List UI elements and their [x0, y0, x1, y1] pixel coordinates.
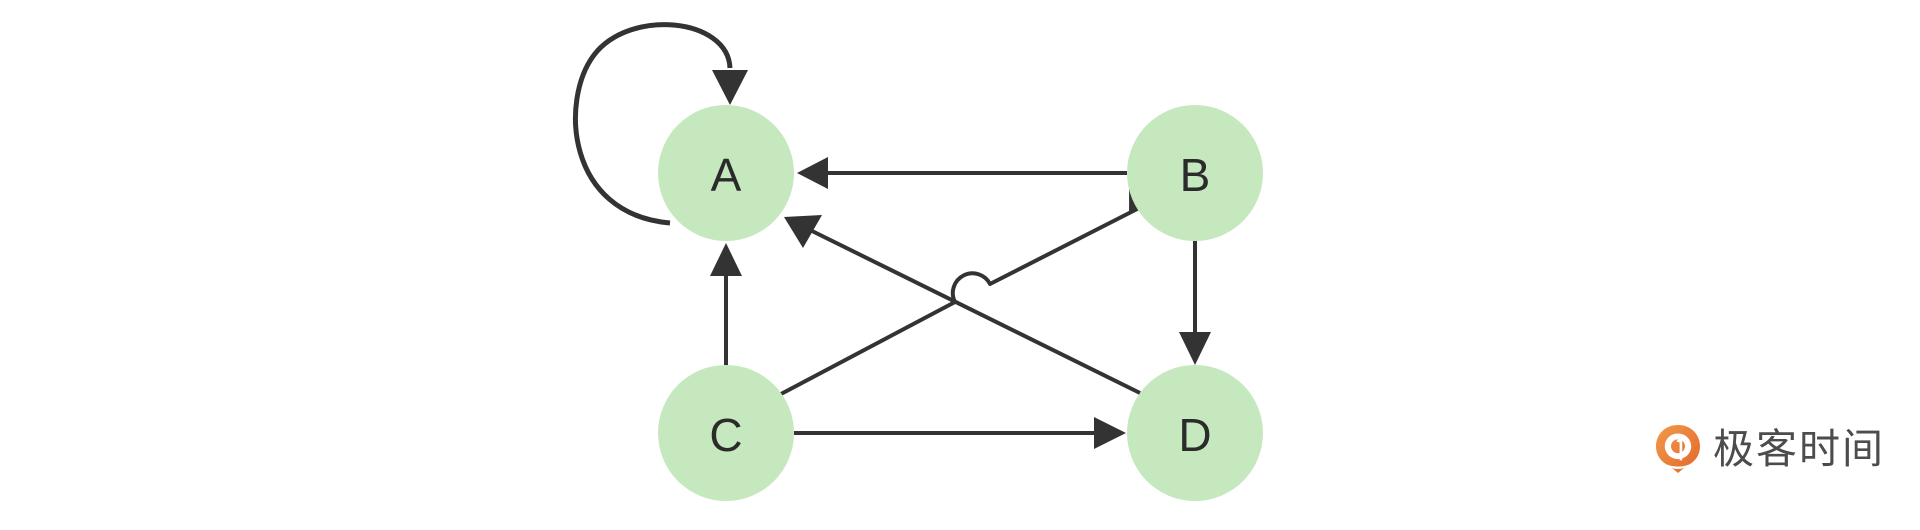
- graph-node-a[interactable]: A: [658, 105, 794, 241]
- edge-b-to-d-arrowhead: [1179, 332, 1211, 365]
- edge-c-to-a[interactable]: [710, 243, 742, 365]
- geektime-logo-stem-flag: [1676, 437, 1680, 443]
- edge-c-to-a-arrowhead: [710, 243, 742, 276]
- brand-name: 极客时间: [1713, 425, 1885, 472]
- geektime-logo-icon: [1656, 425, 1700, 473]
- edge-a-to-a-loop-line: [572, 22, 733, 226]
- geektime-logo-stem: [1679, 437, 1683, 461]
- graph-node-c[interactable]: C: [658, 365, 794, 501]
- edge-b-to-a[interactable]: [797, 157, 1127, 189]
- edge-a-to-a-self-loop[interactable]: [572, 22, 748, 226]
- node-b-circle: [1127, 105, 1263, 241]
- edge-a-to-a-arrowhead: [712, 70, 748, 105]
- edge-d-to-a[interactable]: [784, 215, 1141, 395]
- edge-d-to-a-line: [805, 226, 1141, 395]
- edge-layer: [572, 22, 1211, 449]
- brand-watermark: 极客时间: [1655, 424, 1885, 474]
- node-c-circle: [658, 365, 794, 501]
- edge-b-to-d[interactable]: [1179, 241, 1211, 365]
- edge-b-to-a-arrowhead: [797, 157, 828, 189]
- geektime-logo-pin: [1656, 425, 1700, 473]
- graph-node-b[interactable]: B: [1127, 105, 1263, 241]
- geektime-logo-notch: [1667, 464, 1689, 469]
- node-d-circle: [1127, 365, 1263, 501]
- edge-c-to-b[interactable]: [780, 177, 1162, 396]
- node-a-circle: [658, 105, 794, 241]
- edge-c-to-b-line: [780, 205, 1142, 396]
- edge-d-to-a-arrowhead: [784, 215, 822, 248]
- edge-c-to-d[interactable]: [794, 417, 1126, 449]
- geektime-logo-ring: [1664, 433, 1692, 460]
- edge-c-to-d-arrowhead: [1094, 417, 1126, 449]
- graph-node-d[interactable]: D: [1127, 365, 1263, 501]
